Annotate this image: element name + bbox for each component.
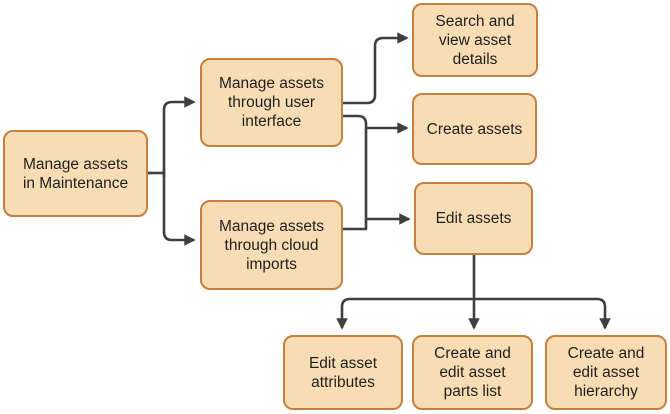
connector-ui-to-search bbox=[343, 32, 409, 105]
connector-edit-to-hierarchy bbox=[474, 297, 611, 330]
connector-root-to-ui bbox=[162, 96, 196, 177]
connector-ui-trunk bbox=[343, 114, 368, 229]
node-create-assets: Create assets bbox=[412, 93, 537, 165]
node-edit-assets: Edit assets bbox=[414, 182, 533, 255]
node-create-edit-asset-hierarchy: Create and edit asset hierarchy bbox=[545, 335, 667, 410]
connector-root-to-cloud bbox=[162, 169, 196, 246]
connector-edit-to-attrs bbox=[336, 297, 474, 330]
node-manage-assets-cloud-imports: Manage assets through cloud imports bbox=[200, 200, 343, 290]
node-manage-assets-user-interface: Manage assets through user interface bbox=[200, 58, 343, 147]
node-edit-asset-attributes: Edit asset attributes bbox=[283, 335, 403, 410]
node-create-edit-asset-parts-list: Create and edit asset parts list bbox=[412, 335, 533, 410]
node-search-view-asset-details: Search and view asset details bbox=[412, 3, 538, 77]
node-manage-assets-maintenance: Manage assets in Maintenance bbox=[3, 130, 148, 217]
